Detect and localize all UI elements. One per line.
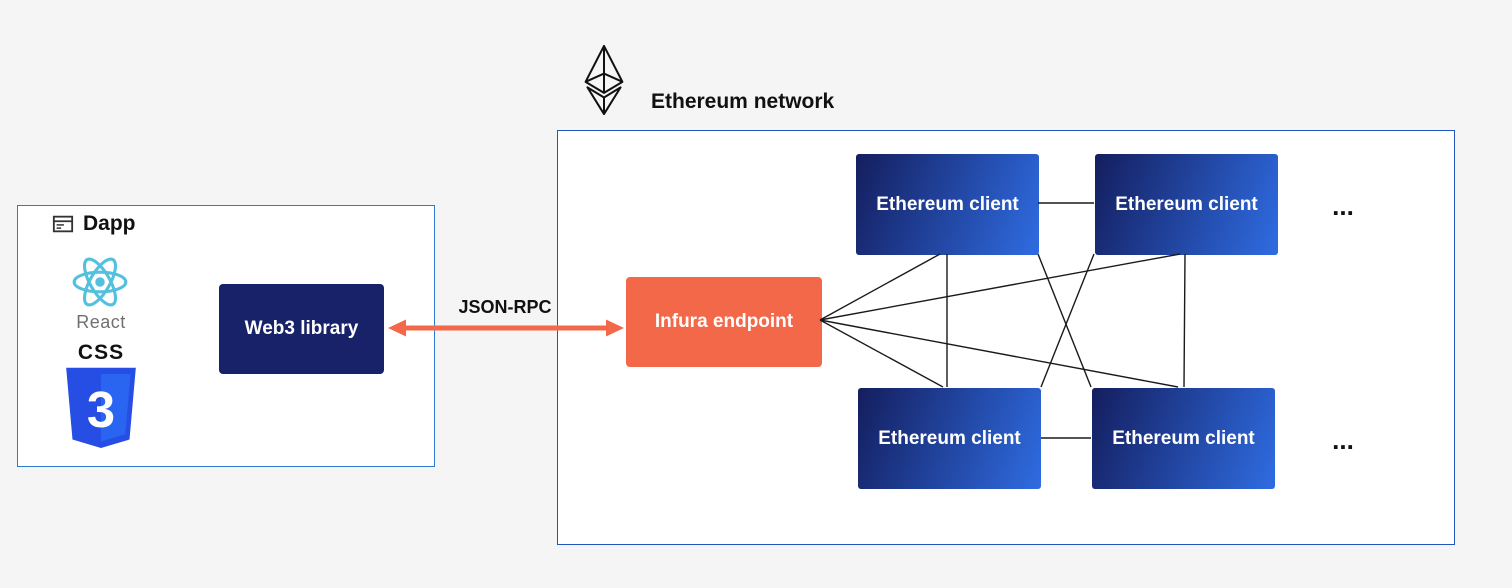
ethereum-client-node-bottom-left: Ethereum client [858,388,1041,489]
ethereum-client-label: Ethereum client [878,427,1021,449]
react-icon [72,257,128,307]
infura-endpoint-node: Infura endpoint [626,277,822,367]
ethereum-client-node-top-left: Ethereum client [856,154,1039,255]
ethereum-client-label: Ethereum client [1115,193,1258,215]
ethereum-client-label: Ethereum client [1112,427,1255,449]
ellipsis-bottom: ... [1332,425,1354,455]
bidirectional-arrow [388,319,624,337]
react-label: React [76,312,126,332]
ethereum-client-node-bottom-right: Ethereum client [1092,388,1275,489]
ethereum-client-node-top-right: Ethereum client [1095,154,1278,255]
ethereum-logo-icon [584,44,624,116]
dapp-title: Dapp [83,212,136,235]
ethereum-network-title: Ethereum network [651,90,835,113]
ethereum-network-panel: Infura endpoint Ethereum client Ethereum… [557,130,1455,545]
css-wordmark: CSS [77,341,125,364]
ellipsis-top: ... [1332,191,1354,221]
infura-endpoint-label: Infura endpoint [654,311,794,332]
web3-library-node: Web3 library [219,284,384,374]
dapp-panel: Dapp React CSS 3 Web3 library [17,205,435,467]
window-icon [52,215,74,233]
css3-badge-digit: 3 [87,381,115,438]
ethereum-client-label: Ethereum client [876,193,1019,215]
css3-shield-icon: 3 [66,367,136,448]
dapp-title-row: Dapp [52,212,136,236]
json-rpc-label: JSON-RPC [458,297,552,317]
web3-library-label: Web3 library [244,318,359,339]
